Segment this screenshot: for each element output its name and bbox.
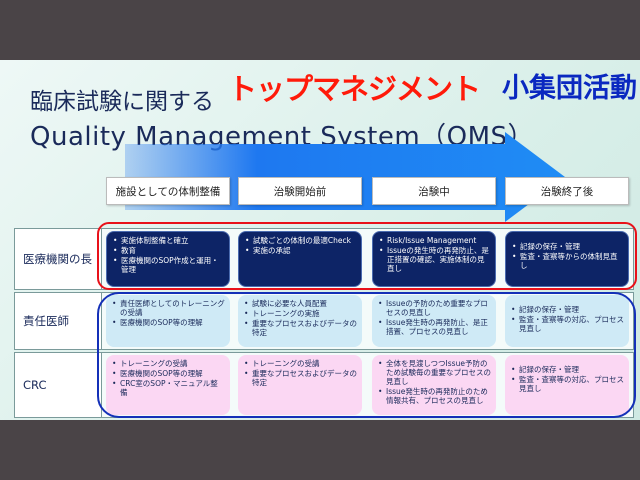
task-item: 重要なプロセスおよびデータの特定 — [244, 319, 357, 337]
row-label: CRC — [14, 352, 102, 418]
task-item: トレーニングの実施 — [244, 309, 357, 318]
task-item: 医療機関のSOP等の理解 — [112, 369, 225, 378]
task-cell: 試験ごとの体制の最適Check実施の承認 — [238, 231, 362, 287]
task-cell: トレーニングの受講重要なプロセスおよびデータの特定 — [238, 355, 362, 415]
phase-header: 治験終了後 — [505, 177, 629, 205]
task-item: 試験に必要な人員配置 — [244, 299, 357, 308]
task-cell: Issueの予防のため重要なプロセスの見直しIssue発生時の再発防止、是正措置… — [372, 295, 496, 347]
task-item: Issueの発生時の再発防止、是正措置の確認、実施体制の見直し — [379, 246, 490, 273]
row-label: 医療機関の長 — [14, 228, 102, 290]
task-item: 実施の承認 — [245, 246, 356, 255]
task-cell: 試験に必要な人員配置トレーニングの実施重要なプロセスおよびデータの特定 — [238, 295, 362, 347]
task-cell: Risk/Issue ManagementIssueの発生時の再発防止、是正措置… — [372, 231, 496, 287]
row-label: 責任医師 — [14, 292, 102, 350]
task-item: 教育 — [113, 246, 224, 255]
small-group-label: 小集団活動 — [502, 73, 637, 104]
task-item: 重要なプロセスおよびデータの特定 — [244, 369, 357, 387]
task-cell: 全体を見渡しつつIssue予防のため試験毎の重要なプロセスの見直しIssue発生… — [372, 355, 496, 415]
task-item: Issueの予防のため重要なプロセスの見直し — [378, 299, 491, 317]
phase-header: 治験開始前 — [238, 177, 362, 205]
task-item: 医療機関のSOP作成と運用・管理 — [113, 256, 224, 274]
task-cell: 記録の保存・管理監査・査察等からの体制見直し — [505, 231, 629, 287]
task-item: 実施体制整備と確立 — [113, 236, 224, 245]
top-management-outline — [97, 222, 637, 290]
task-item: 記録の保存・管理 — [511, 305, 624, 314]
top-management-label: トップマネジメント — [228, 72, 481, 106]
task-cell: 実施体制整備と確立教育医療機関のSOP作成と運用・管理 — [106, 231, 230, 287]
slide: 臨床試験に関する Quality Management System（QMS） … — [0, 60, 640, 420]
task-item: Risk/Issue Management — [379, 236, 490, 245]
task-item: トレーニングの受講 — [112, 359, 225, 368]
task-item: Issue発生時の再発防止のため情報共有、プロセスの見直し — [378, 387, 491, 405]
small-group-outline — [97, 292, 636, 418]
task-cell: 記録の保存・管理監査・査察等の対応、プロセス見直し — [505, 355, 629, 415]
task-item: Issue発生時の再発防止、是正措置、プロセスの見直し — [378, 318, 491, 336]
task-item: 監査・査察等からの体制見直し — [512, 252, 623, 270]
task-cell: 記録の保存・管理監査・査察等の対応、プロセス見直し — [505, 295, 629, 347]
phase-header: 治験中 — [372, 177, 496, 205]
task-item: 監査・査察等の対応、プロセス見直し — [511, 375, 624, 393]
task-item: CRC室のSOP・マニュアル整備 — [112, 379, 225, 397]
task-item: 試験ごとの体制の最適Check — [245, 236, 356, 245]
task-cell: 責任医師としてのトレーニングの受講医療機関のSOP等の理解 — [106, 295, 230, 347]
title-line-1: 臨床試験に関する — [30, 89, 214, 115]
phase-header: 施設としての体制整備 — [106, 177, 230, 205]
task-item: トレーニングの受講 — [244, 359, 357, 368]
task-cell: トレーニングの受講医療機関のSOP等の理解CRC室のSOP・マニュアル整備 — [106, 355, 230, 415]
task-item: 全体を見渡しつつIssue予防のため試験毎の重要なプロセスの見直し — [378, 359, 491, 386]
task-item: 医療機関のSOP等の理解 — [112, 318, 225, 327]
task-item: 記録の保存・管理 — [512, 242, 623, 251]
task-item: 監査・査察等の対応、プロセス見直し — [511, 315, 624, 333]
task-item: 記録の保存・管理 — [511, 365, 624, 374]
